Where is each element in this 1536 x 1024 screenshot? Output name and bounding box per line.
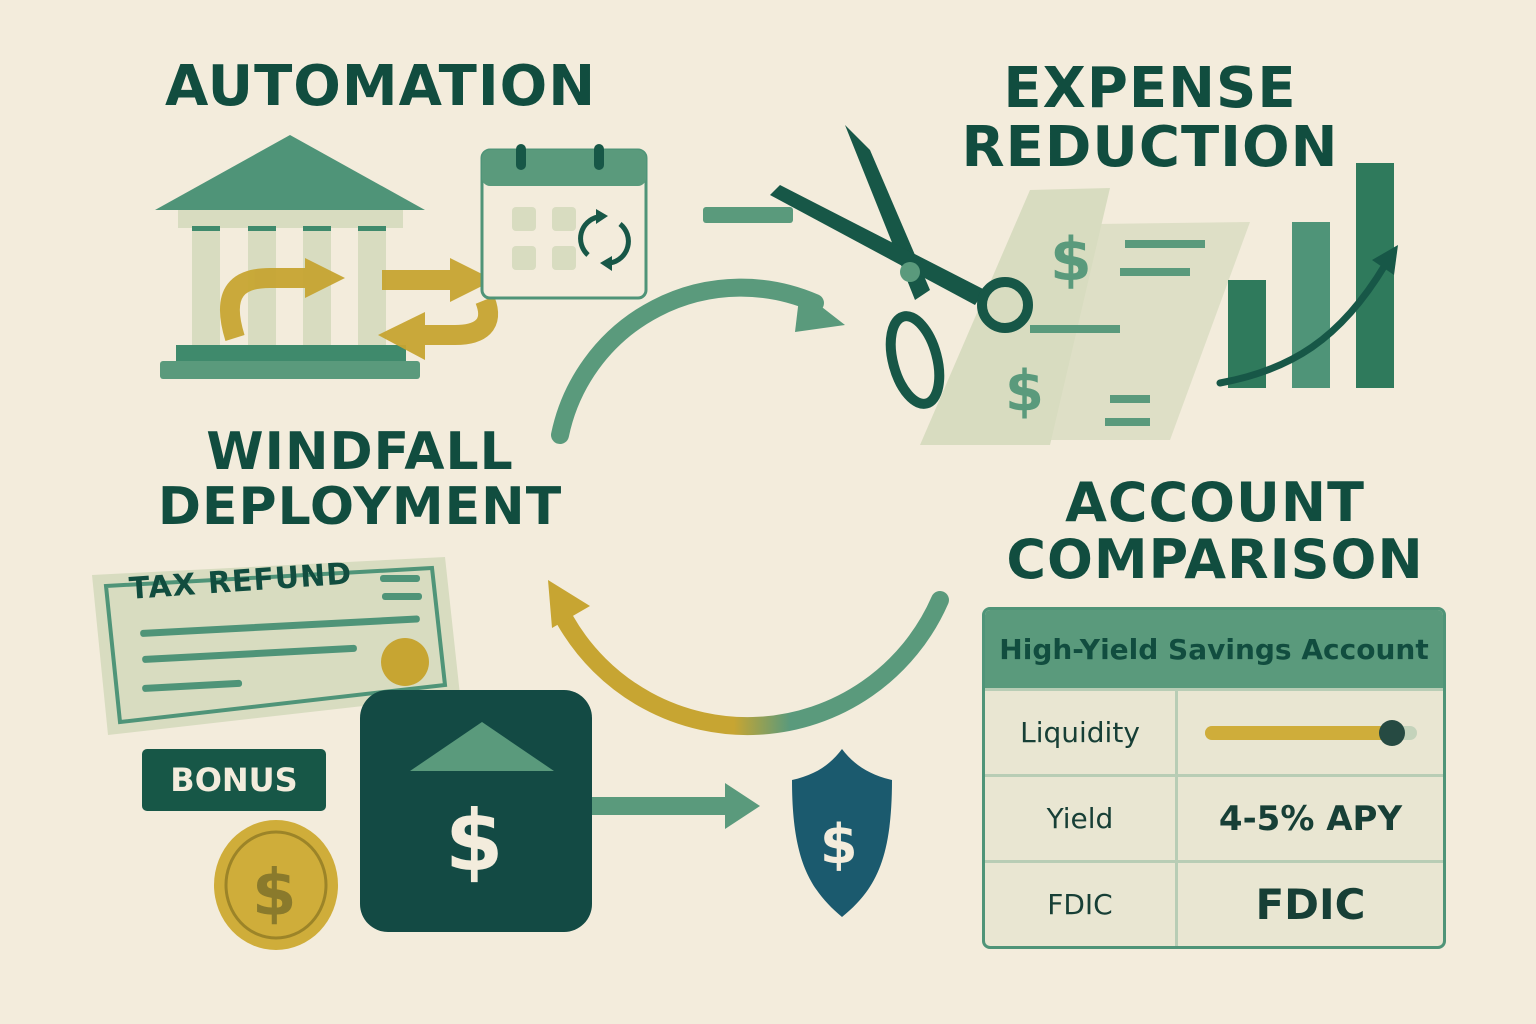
account-title-line2: COMPARISON xyxy=(1006,527,1424,591)
windfall-deployment-title: WINDFALL DEPLOYMENT xyxy=(150,425,570,534)
svg-text:$: $ xyxy=(1050,225,1092,295)
windfall-title-line1: WINDFALL xyxy=(206,422,514,482)
svg-text:$: $ xyxy=(1005,359,1044,424)
expense-title-line2: REDUCTION xyxy=(961,114,1339,180)
flow-arrow-bar xyxy=(703,207,793,223)
svg-text:$: $ xyxy=(820,813,858,876)
table-header: High-Yield Savings Account xyxy=(985,610,1443,688)
cycle-arrow-bottom xyxy=(548,580,949,736)
slider-knob[interactable] xyxy=(1378,719,1405,746)
liquidity-slider[interactable] xyxy=(1204,719,1417,746)
automation-title: AUTOMATION xyxy=(165,54,597,119)
bonus-badge: BONUS xyxy=(142,749,326,811)
row-label: Liquidity xyxy=(985,691,1178,774)
bill-icon: $ $ xyxy=(920,188,1250,445)
trend-arrow-icon xyxy=(1216,261,1389,387)
scissors-icon xyxy=(770,125,1033,409)
sync-icon xyxy=(578,209,631,271)
recurring-transfer-arrows-icon xyxy=(220,258,499,360)
windfall-title-line2: DEPLOYMENT xyxy=(157,476,563,537)
deploy-arrow xyxy=(592,783,760,829)
svg-text:$: $ xyxy=(252,857,297,931)
row-label: FDIC xyxy=(985,863,1178,946)
yield-value: 4-5% APY xyxy=(1218,798,1403,839)
account-comparison-title: ACCOUNT COMPARISON xyxy=(995,471,1435,591)
table-row-fdic: FDIC FDIC xyxy=(985,860,1443,946)
bank-icon xyxy=(155,135,425,379)
table-row-liquidity: Liquidity xyxy=(985,688,1443,774)
row-label: Yield xyxy=(985,777,1178,860)
expense-reduction-title: EXPENSE REDUCTION xyxy=(950,56,1350,180)
shield-dollar-icon: $ xyxy=(792,749,892,917)
liquidity-value xyxy=(1178,691,1443,774)
table-row-yield: Yield 4-5% APY xyxy=(985,774,1443,860)
savings-box-icon: $ xyxy=(360,690,592,932)
svg-text:$: $ xyxy=(445,792,503,890)
coin-icon: $ xyxy=(214,820,338,950)
account-comparison-table: High-Yield Savings Account Liquidity Yie… xyxy=(982,607,1446,949)
fdic-value: FDIC xyxy=(1255,880,1366,929)
slider-fill xyxy=(1204,725,1390,740)
calendar-icon xyxy=(480,144,648,300)
account-title-line1: ACCOUNT xyxy=(1065,471,1365,534)
check-icon xyxy=(92,557,460,735)
bar-chart-icon xyxy=(1216,163,1398,388)
cycle-arrow-top xyxy=(551,278,845,444)
expense-title-line1: EXPENSE xyxy=(1003,56,1297,121)
